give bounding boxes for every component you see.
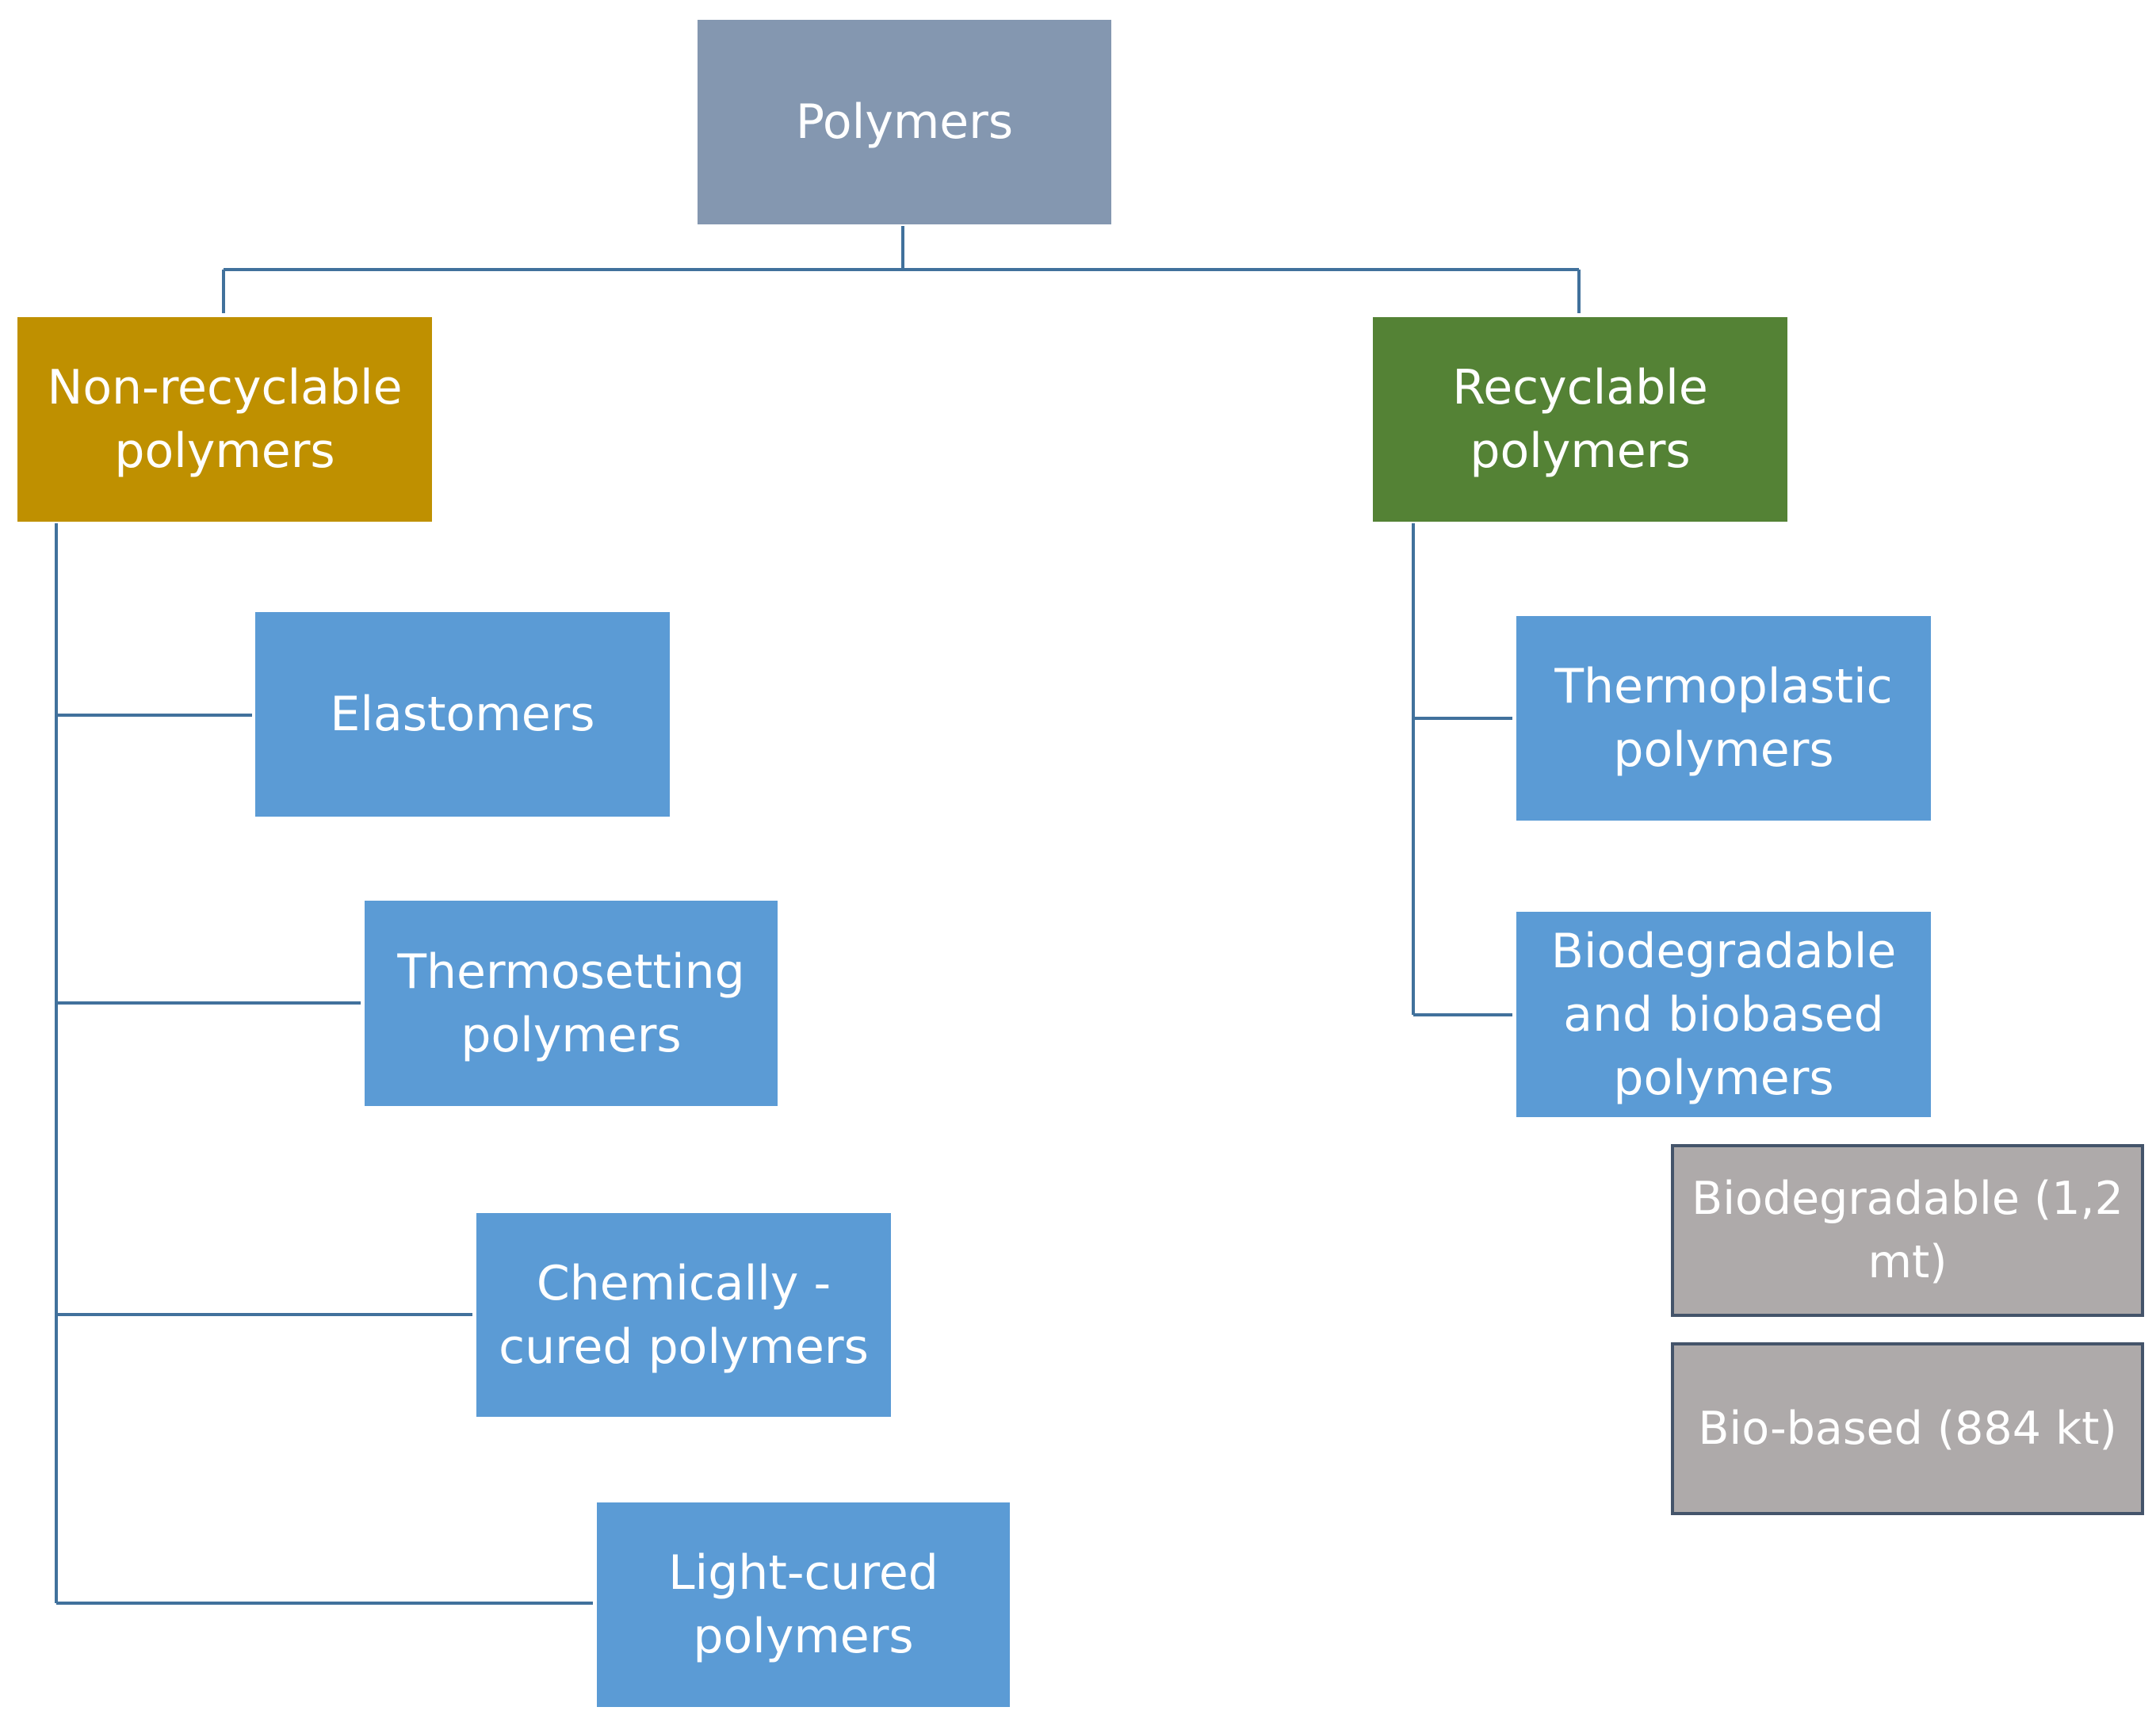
- node-biodegradable-amount-label: Biodegradable (1,2 mt): [1692, 1173, 2124, 1288]
- node-light-cured-label: Light-cured polymers: [668, 1545, 938, 1664]
- node-chemically-cured-polymers: Chemically - cured polymers: [476, 1213, 891, 1417]
- node-thermoplastic-label: Thermoplastic polymers: [1554, 659, 1893, 778]
- node-thermoplastic-polymers: Thermoplastic polymers: [1516, 616, 1931, 821]
- node-elastomers: Elastomers: [255, 612, 670, 817]
- node-biodegradable-biobased-label: Biodegradable and biobased polymers: [1550, 923, 1897, 1106]
- node-bio-based-amount: Bio-based (884 kt): [1671, 1342, 2144, 1515]
- node-light-cured-polymers: Light-cured polymers: [597, 1502, 1010, 1707]
- node-thermosetting-polymers: Thermosetting polymers: [365, 901, 778, 1106]
- node-bio-based-amount-label: Bio-based (884 kt): [1698, 1403, 2117, 1455]
- node-thermosetting-label: Thermosetting polymers: [397, 943, 745, 1063]
- node-recyclable-polymers: Recyclable polymers: [1373, 317, 1787, 522]
- node-non-recyclable-polymers: Non-recyclable polymers: [17, 317, 432, 522]
- node-biodegradable-biobased-polymers: Biodegradable and biobased polymers: [1516, 912, 1931, 1117]
- node-polymers: Polymers: [698, 20, 1111, 224]
- node-recyclable-label: Recyclable polymers: [1452, 360, 1708, 479]
- node-non-recyclable-label: Non-recyclable polymers: [47, 360, 403, 479]
- node-elastomers-label: Elastomers: [330, 687, 595, 742]
- node-biodegradable-amount: Biodegradable (1,2 mt): [1671, 1144, 2144, 1317]
- node-polymers-label: Polymers: [795, 94, 1014, 150]
- node-chemically-cured-label: Chemically - cured polymers: [499, 1255, 869, 1375]
